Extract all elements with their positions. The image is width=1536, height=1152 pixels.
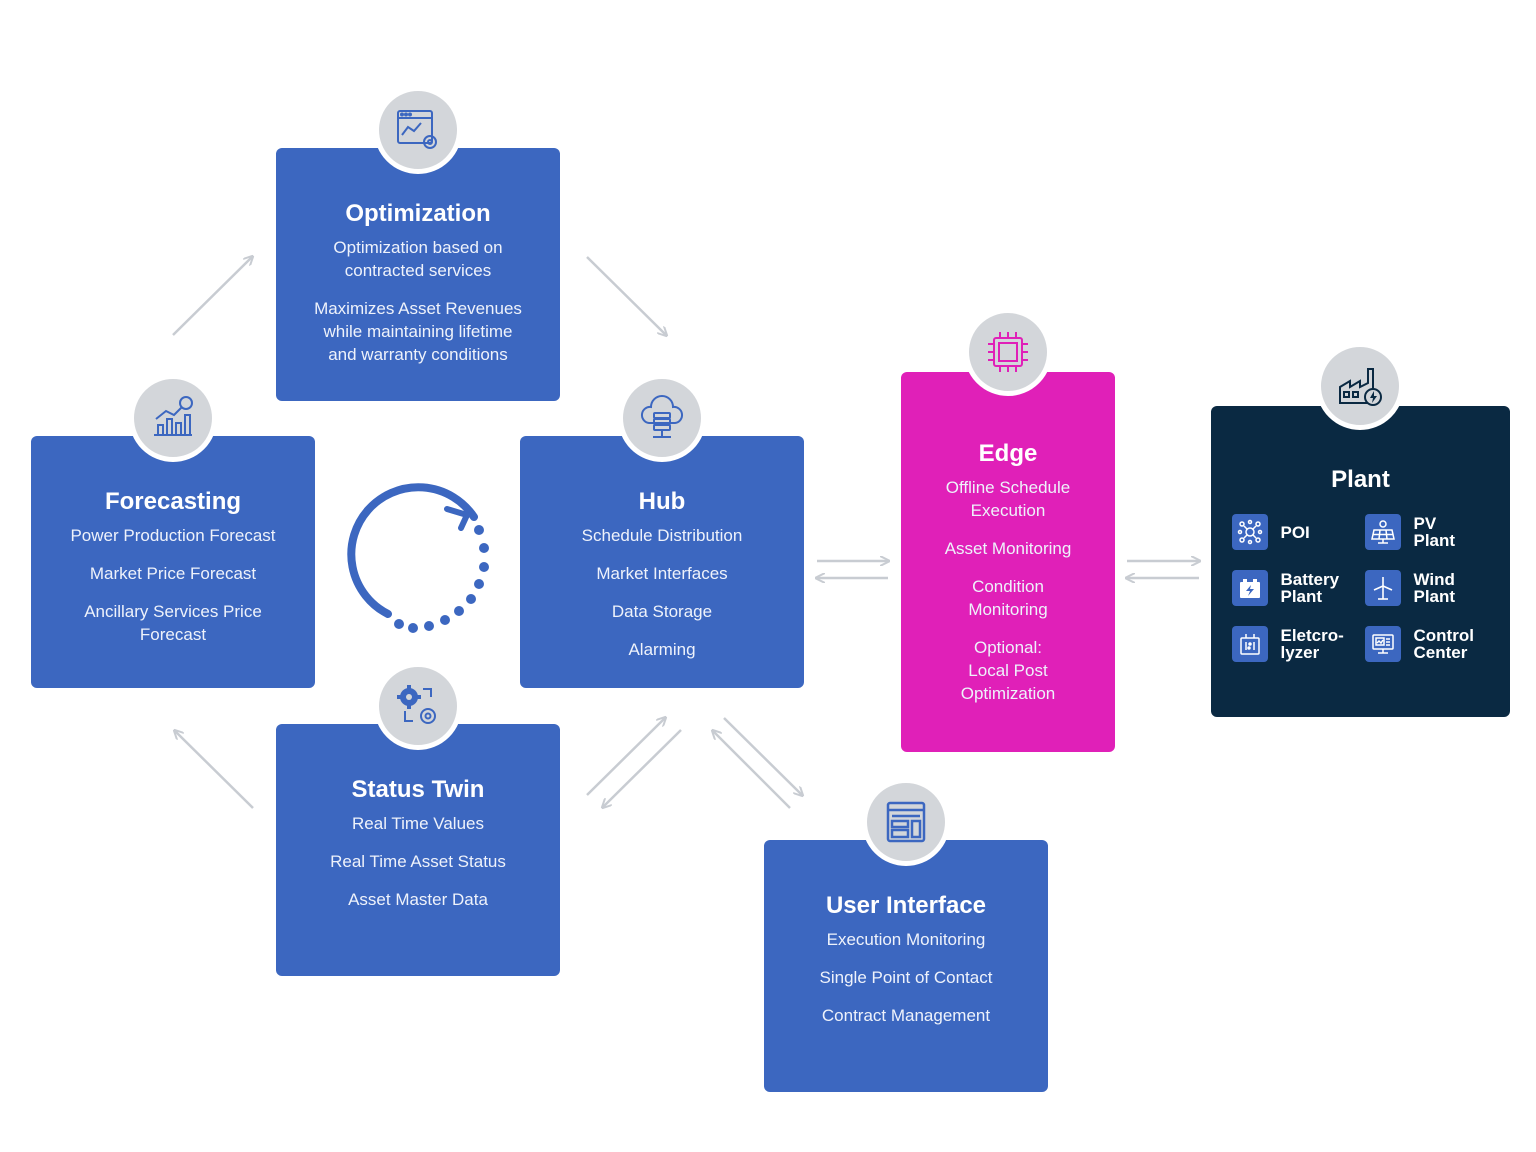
- hub-badge: [618, 374, 706, 462]
- plant-title: Plant: [1331, 466, 1390, 493]
- plant-item-battery: Battery Plant: [1231, 570, 1365, 606]
- edge-item: Asset Monitoring: [944, 539, 1072, 558]
- forecast-chart-icon: [154, 396, 193, 436]
- user-interface-item: Contract Management: [821, 1006, 991, 1025]
- plant-item-label: Eletcro- lyzer: [1280, 626, 1344, 662]
- status-twin-badge: [374, 662, 462, 750]
- edge-box: Edge Offline Schedule Execution Asset Mo…: [901, 372, 1115, 752]
- hub-title: Hub: [638, 488, 686, 515]
- arrow-hub-to-status-twin: [603, 729, 682, 807]
- plant-item-poi: POI: [1231, 514, 1365, 550]
- plant-badge: [1316, 342, 1404, 430]
- user-interface-box: User Interface Execution Monitoring Sing…: [764, 840, 1048, 1092]
- plant-item-wind: Wind Plant: [1364, 570, 1490, 606]
- battery-icon: [1239, 579, 1260, 598]
- hub-item: Schedule Distribution: [581, 526, 743, 545]
- edge-item: Optional: Local Post Optimization: [960, 638, 1056, 703]
- status-twin-title: Status Twin: [351, 776, 485, 803]
- plant-item-label: Control Center: [1413, 626, 1474, 662]
- plant-box: Plant POI: [1211, 406, 1510, 717]
- arrow-forecasting-to-optimization: [172, 257, 252, 336]
- forecasting-item: Power Production Forecast: [70, 526, 276, 545]
- hub-item: Data Storage: [611, 602, 713, 621]
- user-interface-badge: [862, 778, 950, 866]
- arrow-hub-to-user-interface: [723, 717, 802, 795]
- optimization-item: Optimization based on contracted service…: [333, 238, 503, 280]
- forecasting-badge: [129, 374, 217, 462]
- forecasting-item: Ancillary Services Price Forecast: [84, 602, 262, 644]
- status-twin-item: Real Time Values: [352, 814, 484, 833]
- optimization-item: Maximizes Asset Revenues while maintaini…: [314, 299, 522, 364]
- plant-item-control-center: Control Center: [1364, 626, 1490, 662]
- plant-asset-grid: POI PV Plant Bat: [1231, 514, 1490, 662]
- arrow-status-twin-to-hub: [586, 718, 665, 796]
- plant-item-electrolyzer: Eletcro- lyzer: [1231, 626, 1365, 662]
- cloud-server-icon: [640, 395, 684, 438]
- network-node-icon: [1237, 519, 1262, 545]
- arrow-user-interface-to-hub: [713, 731, 791, 809]
- user-interface-title: User Interface: [825, 892, 987, 919]
- forecasting-item: Market Price Forecast: [89, 564, 257, 583]
- hub-box: Hub Schedule Distribution Market Interfa…: [520, 436, 804, 688]
- status-twin-box: Status Twin Real Time Values Real Time A…: [276, 724, 560, 976]
- dashboard-window-icon: [886, 801, 926, 843]
- optimization-badge: [374, 86, 462, 174]
- plant-item-label: Battery Plant: [1280, 570, 1340, 606]
- edge-badge: [964, 308, 1052, 396]
- analytics-settings-icon: [397, 110, 437, 149]
- hub-item: Alarming: [628, 640, 696, 659]
- electrolyzer-icon: [1239, 634, 1260, 655]
- edge-item: Condition Monitoring: [968, 577, 1048, 619]
- solar-panel-icon: [1370, 520, 1395, 544]
- forecasting-box: Forecasting Power Production Forecast Ma…: [31, 436, 315, 688]
- plant-item-label: Wind Plant: [1413, 570, 1456, 606]
- wind-turbine-icon: [1373, 577, 1392, 600]
- optimization-box: Optimization Optimization based on contr…: [276, 148, 560, 401]
- edge-item: Offline Schedule Execution: [945, 478, 1071, 520]
- plant-item-pv: PV Plant: [1364, 514, 1490, 550]
- factory-energy-icon: [1339, 368, 1382, 406]
- plant-item-label: PV Plant: [1413, 514, 1456, 550]
- status-twin-item: Asset Master Data: [348, 890, 488, 909]
- arrow-optimization-to-hub: [586, 256, 666, 335]
- status-twin-item: Real Time Asset Status: [330, 852, 506, 871]
- user-interface-item: Single Point of Contact: [819, 968, 993, 987]
- plant-item-label: POI: [1280, 522, 1310, 542]
- forecasting-title: Forecasting: [104, 488, 242, 515]
- user-interface-item: Execution Monitoring: [826, 930, 986, 949]
- arrow-status-twin-to-forecasting: [175, 731, 254, 809]
- optimization-title: Optimization: [345, 200, 491, 227]
- microchip-icon: [988, 332, 1028, 372]
- hub-item: Market Interfaces: [596, 564, 728, 583]
- edge-title: Edge: [978, 440, 1038, 467]
- gear-sync-icon: [397, 685, 436, 724]
- monitor-icon: [1371, 634, 1394, 654]
- cycle-icon: [347, 483, 489, 633]
